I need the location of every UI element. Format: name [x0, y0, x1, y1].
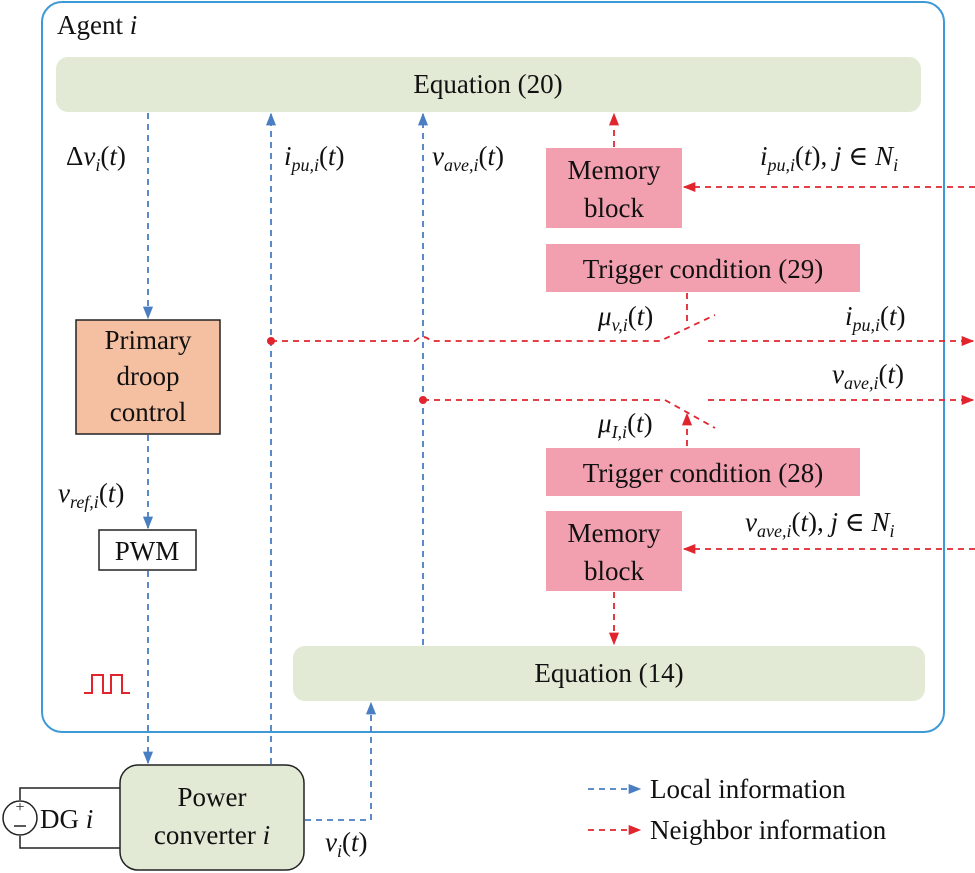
- dg-source-icon: [2, 800, 38, 836]
- label-mu-v: μv,i(t): [597, 301, 653, 335]
- droop-line3: control: [110, 397, 186, 427]
- memory-top-line1: Memory: [568, 155, 661, 185]
- memory-bottom-line2: block: [584, 556, 644, 586]
- memory-top-line2: block: [584, 193, 644, 223]
- junction-dot-ipu: [267, 337, 275, 345]
- legend-local-label: Local information: [650, 774, 846, 804]
- local-links: [142, 112, 429, 821]
- dg-wire: [19, 787, 120, 849]
- dg-plus-icon: +: [15, 799, 24, 816]
- label-v-ave-neighbors: vave,i(t), j ∈ Ni: [745, 507, 895, 541]
- equation-20-box: [56, 57, 921, 112]
- junction-dot-vave: [419, 396, 427, 404]
- droop-line1: Primary: [105, 325, 192, 355]
- neighbor-links: [271, 112, 975, 646]
- converter-line2: converter i: [154, 820, 270, 850]
- legend-neighbor-label: Neighbor information: [650, 815, 887, 845]
- agent-title: Agent i: [57, 10, 137, 40]
- pwm-pulse-icon: [84, 674, 130, 694]
- trigger-28-label: Trigger condition (28): [583, 458, 823, 488]
- droop-line2: droop: [117, 361, 180, 391]
- power-converter-box: [119, 764, 305, 871]
- converter-line1: Power: [178, 782, 247, 812]
- label-delta-v: Δvi(t): [66, 141, 126, 175]
- equation-14-label: Equation (14): [534, 658, 683, 688]
- memory-block-bottom: [546, 511, 682, 591]
- trigger-28-box: [546, 448, 860, 496]
- label-mu-I: μI,i(t): [597, 408, 653, 442]
- label-v-ref: vref,i(t): [58, 478, 124, 512]
- label-v-ave-out: vave,i(t): [832, 359, 904, 393]
- trigger-29-box: [546, 244, 860, 292]
- primary-droop-control-box: [75, 319, 221, 435]
- label-v-ave-local: vave,i(t): [432, 141, 504, 175]
- dg-label: DG i: [40, 804, 93, 834]
- trigger-29-label: Trigger condition (29): [583, 254, 823, 284]
- memory-block-top: [546, 148, 682, 228]
- memory-bottom-line1: Memory: [568, 518, 661, 548]
- pwm-label: PWM: [115, 536, 180, 566]
- label-v-i: vi(t): [325, 827, 368, 861]
- agent-container: [41, 1, 945, 733]
- legend: Local information Neighbor information: [588, 774, 887, 845]
- label-i-pu-out: ipu,i(t): [845, 301, 906, 335]
- label-i-pu-neighbors: ipu,i(t), j ∈ Ni: [760, 141, 898, 175]
- equation-20-label: Equation (20): [413, 69, 562, 99]
- label-i-pu-local: ipu,i(t): [284, 141, 345, 175]
- pwm-box: [98, 529, 197, 571]
- equation-14-box: [293, 646, 925, 701]
